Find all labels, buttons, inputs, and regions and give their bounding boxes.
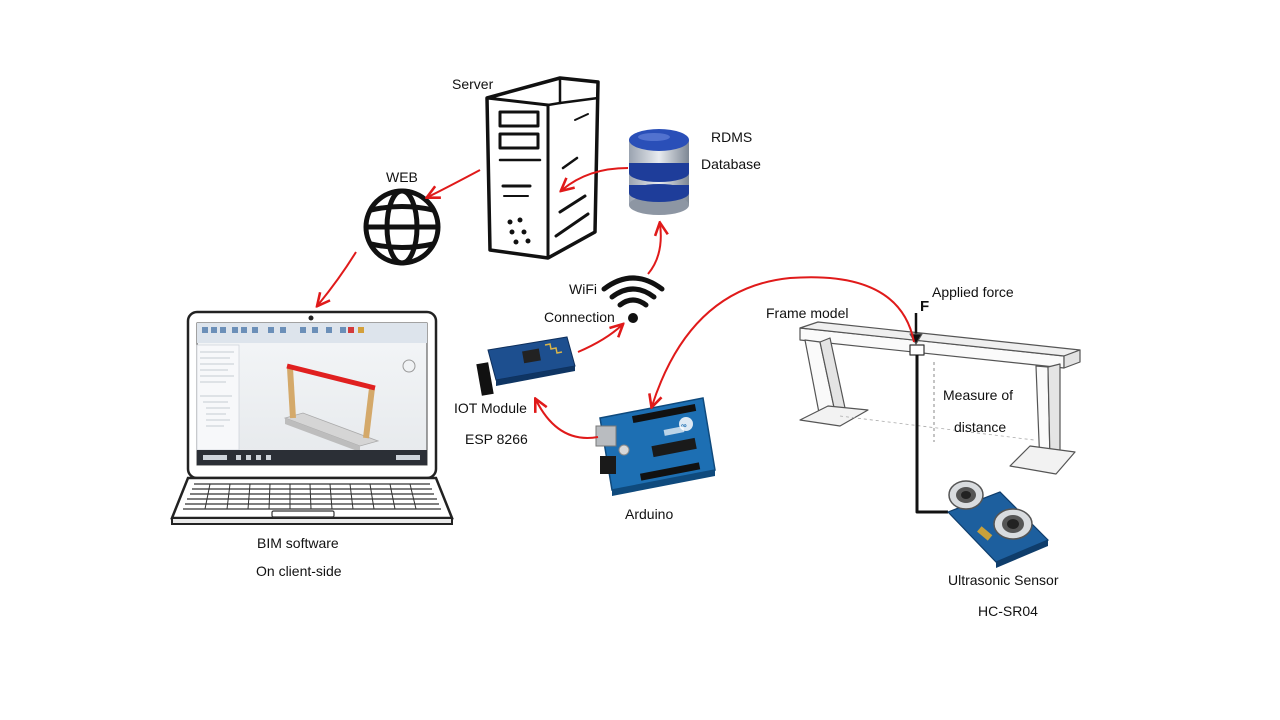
server-tower-icon — [485, 76, 600, 260]
label-distance: distance — [954, 419, 1007, 435]
label-wifi: WiFi — [569, 281, 597, 297]
wifi-icon — [601, 275, 665, 323]
label-web: WEB — [386, 169, 418, 185]
arrow-server-to-web — [428, 169, 481, 197]
globe-icon — [363, 188, 441, 266]
label-ultrasonic-sensor: Ultrasonic Sensor — [948, 572, 1059, 588]
label-hc-sr04: HC-SR04 — [978, 603, 1038, 619]
label-bim-software: BIM software — [257, 535, 339, 551]
esp8266-module-icon — [476, 336, 576, 396]
label-client-side: On client-side — [256, 563, 342, 579]
laptop-icon — [170, 310, 454, 525]
ultrasonic-sensor-icon — [946, 480, 1050, 568]
frame-model-icon — [799, 313, 1081, 514]
arrow-database-to-server — [562, 167, 629, 190]
label-rdms: RDMS — [711, 129, 753, 145]
arrow-arduino-to-esp — [536, 400, 599, 439]
arrow-esp-to-wifi — [577, 325, 622, 353]
label-arduino: Arduino — [625, 506, 674, 522]
arduino-board-icon: ∞ — [595, 397, 716, 496]
label-frame-model: Frame model — [766, 305, 849, 321]
arrow-web-to-laptop — [318, 251, 357, 305]
label-esp8266: ESP 8266 — [465, 431, 528, 447]
svg-text:∞: ∞ — [681, 421, 687, 430]
label-measure-of: Measure of — [943, 387, 1014, 403]
label-iot-module: IOT Module — [454, 400, 527, 416]
database-icon — [629, 129, 689, 215]
arrow-frame-to-arduino — [652, 276, 915, 406]
label-applied-force: Applied force — [932, 284, 1014, 300]
arrow-wifi-to-database — [647, 224, 661, 275]
label-force-symbol: F — [920, 298, 930, 315]
label-database: Database — [701, 156, 761, 172]
label-connection: Connection — [544, 309, 615, 325]
flow-arrows — [318, 167, 915, 439]
label-server: Server — [452, 76, 494, 92]
